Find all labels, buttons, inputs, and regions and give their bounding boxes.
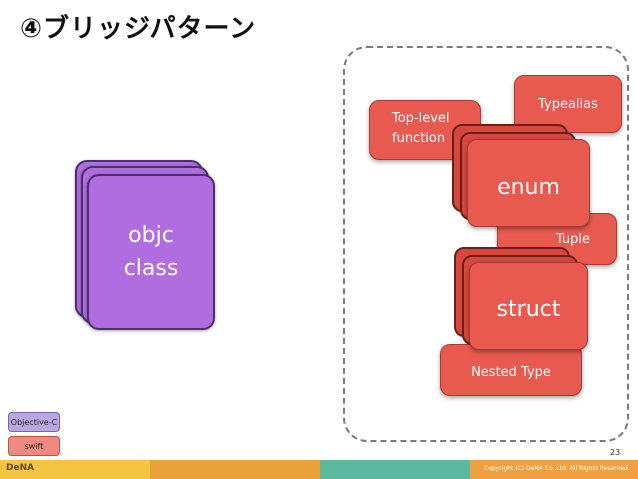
slide-title: ④ブリッジパターン bbox=[20, 14, 257, 44]
footer-stripe-4 bbox=[470, 460, 638, 479]
footer-stripe-2 bbox=[150, 460, 320, 479]
nested-type-box: Nested Type bbox=[440, 344, 582, 396]
legend-swift: swift bbox=[8, 436, 60, 456]
tuple-label: Tuple bbox=[555, 231, 590, 247]
copyright-text: Copyright (C) DeNA Co.,Ltd. All Rights R… bbox=[484, 465, 630, 472]
enum-label: enum bbox=[497, 174, 560, 200]
struct-card: struct bbox=[469, 262, 588, 350]
enum-card: enum bbox=[467, 139, 590, 227]
dena-logo: DeNA bbox=[6, 463, 35, 473]
page-number: 23 bbox=[610, 448, 621, 457]
objc-label: objc bbox=[128, 223, 174, 248]
class-label: class bbox=[123, 256, 179, 281]
footer-bar bbox=[0, 460, 638, 479]
footer-stripe-1 bbox=[0, 460, 150, 479]
top-level-function-label: Top-level function bbox=[392, 111, 450, 147]
nested-type-label: Nested Type bbox=[471, 364, 551, 380]
typealias-label: Typealias bbox=[538, 96, 598, 112]
swift-region bbox=[343, 46, 629, 442]
objc-class-card: objc class bbox=[87, 174, 215, 330]
struct-label: struct bbox=[496, 296, 561, 322]
legend-objc: Objective-C bbox=[8, 412, 60, 432]
footer-stripe-3 bbox=[320, 460, 470, 479]
